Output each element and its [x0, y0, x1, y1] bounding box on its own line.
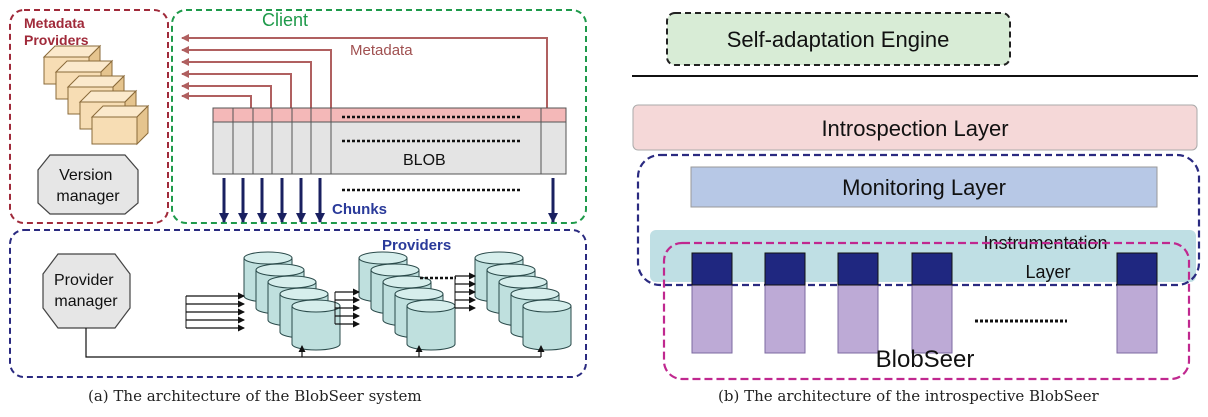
blob-label: BLOB — [403, 152, 446, 169]
metadata-label: Metadata — [350, 42, 413, 59]
self-adaptation-engine-label: Self-adaptation Engine — [727, 27, 950, 52]
blobseer-node — [764, 252, 806, 354]
blobseer-nodes — [691, 252, 1158, 354]
provider-bus-line — [85, 328, 541, 358]
disk-icon — [291, 299, 341, 351]
client-box — [171, 9, 587, 224]
chunks-label: Chunks — [332, 201, 387, 218]
metadata-provider-cubes — [42, 44, 150, 146]
metadata-providers-box — [9, 9, 169, 224]
monitoring-layer-label: Monitoring Layer — [842, 175, 1006, 200]
monitoring-layer-box — [690, 166, 1158, 208]
provider-disks — [243, 251, 572, 351]
version-manager-label: Version manager — [56, 167, 120, 205]
cube-icon — [90, 104, 150, 146]
blobseer-node — [837, 252, 879, 354]
blob-block — [212, 107, 567, 175]
metadata-providers-label: Metadata Providers — [24, 15, 89, 48]
disk-icon — [522, 299, 572, 351]
panel-b-introspective-blobseer: Self-adaptation Engine Introspection Lay… — [632, 12, 1201, 381]
chunk-arrows — [219, 178, 558, 223]
providers-label: Providers — [382, 237, 451, 254]
metadata-arrows — [181, 34, 548, 108]
providers-box — [9, 229, 587, 378]
introspection-layer-label: Introspection Layer — [821, 116, 1008, 141]
disk-icon — [406, 299, 456, 351]
provider-manager-label: Provider manager — [54, 272, 118, 310]
introspection-layer-box — [632, 104, 1198, 151]
blobseer-node — [691, 252, 733, 354]
client-label: Client — [262, 10, 308, 30]
blobseer-node — [911, 252, 953, 354]
blobseer-box — [662, 241, 1191, 381]
panel-a-blobseer-system: Metadata Providers Version manager Clien… — [9, 9, 587, 378]
caption-a: (a) The architecture of the BlobSeer sys… — [88, 387, 422, 405]
self-adaptation-engine-box — [666, 12, 1011, 66]
blobseer-label: BlobSeer — [876, 346, 975, 373]
caption-b: (b) The architecture of the introspectiv… — [718, 387, 1099, 405]
provider-manager-node — [42, 253, 131, 329]
blobseer-node — [1116, 252, 1158, 354]
provider-wiring — [185, 272, 545, 357]
version-manager-node — [37, 154, 139, 215]
